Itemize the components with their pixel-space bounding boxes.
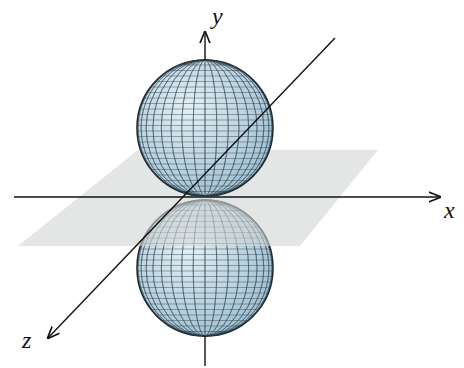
meridian-line: [138, 60, 272, 196]
latitude-line: [147, 164, 262, 165]
latitude-line: [151, 169, 259, 170]
meridian-line: [182, 60, 229, 196]
latitude-line: [179, 65, 230, 66]
latitude-line: [161, 76, 249, 77]
latitude-line: [140, 249, 271, 250]
meridian-line: [171, 60, 239, 196]
latitude-line: [170, 186, 241, 187]
axis-label: y: [212, 4, 223, 28]
meridian-line: [193, 60, 217, 196]
latitude-line: [140, 287, 270, 288]
latitude-line: [137, 260, 272, 261]
latitude-line: [142, 103, 269, 104]
latitude-line: [151, 87, 259, 88]
meridian-line: [182, 60, 229, 196]
meridian-line: [146, 60, 264, 196]
latitude-line: [162, 180, 248, 181]
upper-lobe: [137, 60, 273, 196]
latitude-line: [162, 320, 248, 321]
latitude-line: [137, 131, 273, 132]
latitude-line: [169, 70, 242, 71]
latitude-line: [137, 120, 272, 121]
latitude-line: [138, 142, 271, 143]
z-axis: [48, 38, 335, 338]
meridian-line: [161, 60, 248, 196]
latitude-line: [147, 92, 263, 93]
latitude-line: [138, 114, 271, 115]
latitude-line: [144, 158, 266, 159]
latitude-line: [137, 271, 273, 272]
latitude-line: [144, 98, 266, 99]
y-axis: [204, 336, 205, 366]
meridian-line: [193, 60, 217, 196]
latitude-line: [170, 326, 241, 327]
latitude-line: [147, 304, 262, 305]
latitude-line: [138, 136, 273, 137]
y-axis: [204, 32, 205, 60]
axis-label: z: [22, 328, 31, 352]
latitude-line: [151, 309, 259, 310]
latitude-line: [138, 282, 271, 283]
latitude-line: [138, 276, 273, 277]
latitude-line: [140, 147, 270, 148]
meridian-line: [153, 60, 257, 196]
latitude-line: [138, 254, 271, 255]
x-axis: [14, 196, 440, 197]
latitude-line: [144, 298, 266, 299]
meridian-line: [171, 60, 239, 196]
meridian-line: [146, 60, 264, 196]
meridian-line: [161, 60, 248, 196]
latitude-line: [155, 81, 254, 82]
latitude-line: [142, 293, 268, 294]
latitude-line: [140, 109, 271, 110]
latitude-line: [142, 153, 268, 154]
meridian-line: [205, 60, 206, 196]
axis-label: x: [444, 198, 455, 222]
meridian-line: [153, 60, 257, 196]
latitude-line: [156, 315, 254, 316]
meridian-line: [138, 60, 272, 196]
latitude-line: [137, 265, 273, 266]
